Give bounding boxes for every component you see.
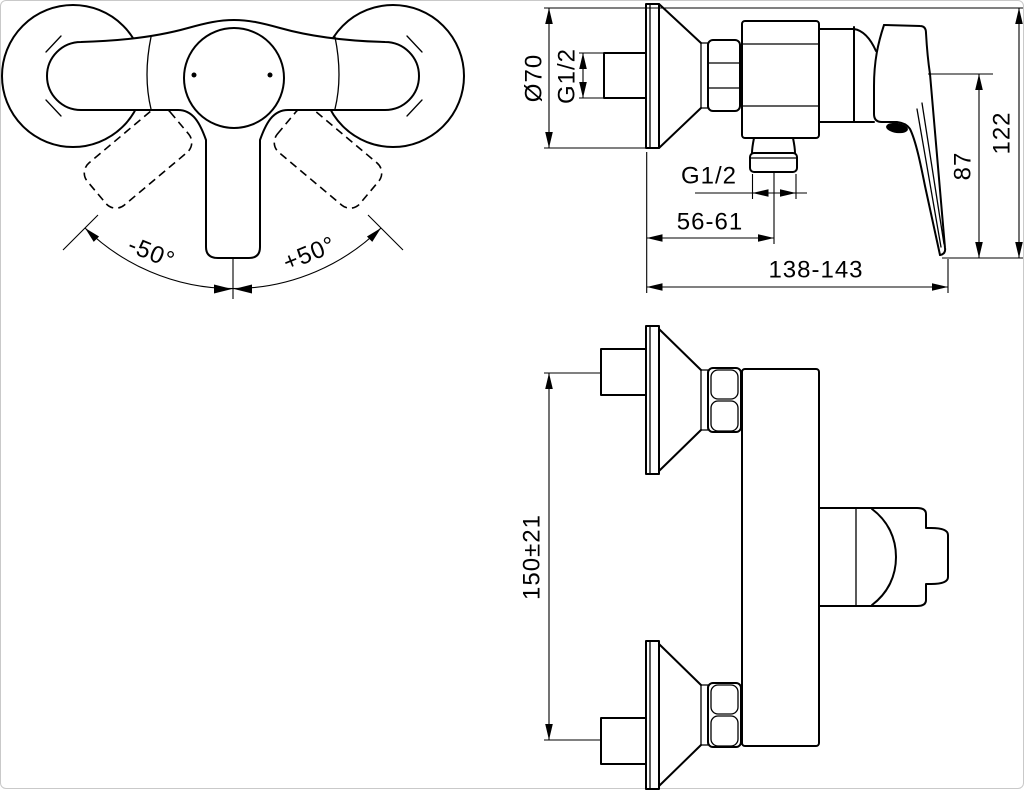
wall-stub-top-2 (600, 717, 647, 765)
hex-nut-top-1 (707, 367, 742, 433)
valve-body-side (741, 20, 820, 139)
escutcheon-plate-side (645, 3, 660, 149)
handle-dome-front (183, 27, 285, 129)
handle-blade-detail-lines (916, 102, 945, 248)
handle-front-edge (873, 24, 885, 123)
hex-nut-edges (45, 35, 423, 117)
handle-underside-edge (881, 121, 941, 256)
dome-dot-left (191, 72, 197, 78)
hex-flat-top-1b (710, 400, 739, 432)
dim-label-handle-height: 87 (949, 152, 976, 181)
angle-label-left: -50° (124, 231, 179, 274)
valve-body-lines-side (741, 43, 820, 107)
extension-lines-spacing (544, 372, 602, 741)
top-view: 150±21 (518, 325, 949, 790)
union-collar-side (700, 42, 709, 109)
escutcheon-plate-top-2 (645, 640, 660, 790)
wall-stub-top-1 (600, 348, 647, 396)
angle-label-right: +50° (279, 231, 339, 276)
mixer-body-front (46, 19, 420, 259)
valve-body-top (741, 368, 820, 747)
side-view: Ø70 G1/2 G1/2 56-61 138-143 87 122 (520, 3, 1023, 293)
lever-rotated-right-dashed (273, 106, 383, 209)
dim-label-outlet-thread: G1/2 (681, 162, 737, 189)
handle-top-outline (818, 507, 949, 607)
dome-dot-right (267, 72, 273, 78)
handle-top-edge (883, 24, 927, 34)
center-arrow-left (214, 284, 232, 294)
dim-label-overall-height: 122 (988, 111, 1015, 154)
outlet-neck-side (751, 137, 796, 154)
dim-label-connection-spacing: 150±21 (518, 514, 545, 600)
hex-flat-top-1a (710, 369, 739, 400)
outlet-collar-side (749, 152, 798, 173)
angle-extension-lines (62, 214, 404, 251)
hex-nut-top-2 (707, 682, 742, 748)
cartridge-housing-side (818, 26, 877, 123)
union-collar-top-2 (700, 684, 709, 746)
union-nut-division-lines (146, 36, 340, 110)
escutcheon-cone-side (658, 3, 702, 149)
dim-label-outlet-depth: 56-61 (677, 208, 743, 235)
dim-label-overall-depth: 138-143 (768, 256, 863, 283)
escutcheon-cone-top-1 (658, 328, 702, 472)
hex-flat-top-2b (710, 715, 739, 747)
union-collar-top-1 (700, 369, 709, 431)
hex-nut-flats-side (707, 62, 741, 89)
hex-flat-top-2a (710, 684, 739, 715)
center-arrow-right (234, 284, 252, 294)
hex-nut-side (707, 39, 741, 112)
escutcheon-cone-top-2 (658, 643, 702, 787)
dim-label-inlet-thread: G1/2 (553, 48, 580, 104)
front-view: -50° +50° (1, 4, 465, 299)
escutcheon-plate-top-1 (645, 325, 660, 475)
wall-stub-side (603, 52, 647, 99)
handle-back-edge (925, 32, 947, 256)
dim-label-diameter: Ø70 (520, 54, 547, 102)
handle-dome-curve-top (871, 508, 897, 606)
handle-underside-hole (886, 122, 908, 134)
lever-rotated-left-dashed (83, 106, 193, 209)
